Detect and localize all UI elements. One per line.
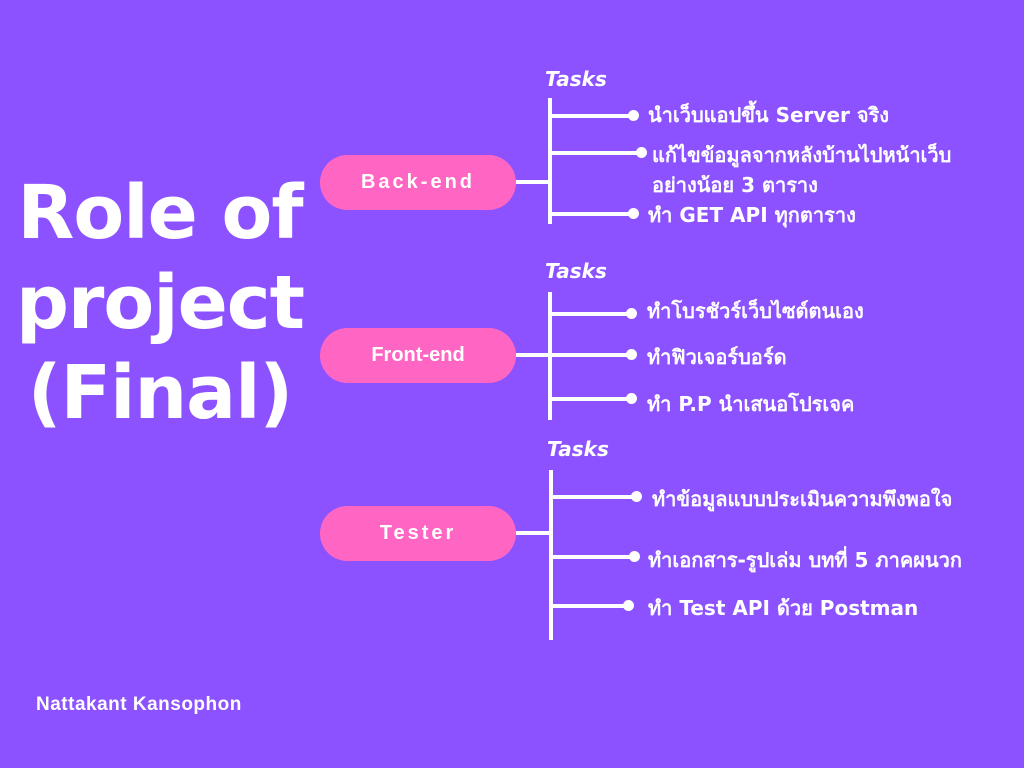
branch-arm [549,555,637,559]
bullet-dot [636,147,647,158]
task-item: ทำฟิวเจอร์บอร์ด [647,345,787,369]
author-name: Nattakant Kansophon [36,694,242,715]
title-line-1: Role of [17,170,303,256]
branch-line [548,98,552,224]
task-item: ทำ GET API ทุกตาราง [648,203,856,227]
task-item: ทำ Test API ด้วย Postman [648,596,919,620]
branch-arm [548,312,634,316]
task-item: นำเว็บแอปขึ้น Server จริง [648,103,890,127]
role-pill-frontend: Front-end [320,328,516,383]
task-item: ทำเอกสาร-รูปเล่ม บทที่ 5 ภาคผนวก [648,548,962,572]
bullet-dot [631,491,642,502]
bullet-dot [629,551,640,562]
connector-line [516,531,552,535]
tasks-label: Tasks [545,259,607,283]
title-line-3: (Final) [27,350,294,436]
branch-arm [548,397,634,401]
branch-arm [548,353,634,357]
branch-arm [549,604,631,608]
page-title: Role of project (Final) [0,168,320,438]
task-item: ทำข้อมูลแบบประเมินความพึงพอใจ [652,487,953,511]
bullet-dot [626,393,637,404]
branch-arm [548,114,636,118]
bullet-dot [623,600,634,611]
branch-arm [549,495,639,499]
branch-arm [548,151,644,155]
bullet-dot [626,308,637,319]
tasks-label: Tasks [545,67,607,91]
tasks-label: Tasks [547,437,609,461]
task-item: ทำ P.P นำเสนอโปรเจค [647,392,855,416]
role-pill-tester: Tester [320,506,516,561]
connector-line [516,353,550,357]
title-line-2: project [15,260,305,346]
role-pill-backend: Back-end [320,155,516,210]
bullet-dot [628,208,639,219]
task-item: แก้ไขข้อมูลจากหลังบ้านไปหน้าเว็บ [652,143,952,167]
bullet-dot [626,349,637,360]
bullet-dot [628,110,639,121]
task-item: ทำโบรชัวร์เว็บไซต์ตนเอง [647,299,864,323]
connector-line [516,180,550,184]
task-item: อย่างน้อย 3 ตาราง [652,173,818,197]
branch-arm [548,212,636,216]
